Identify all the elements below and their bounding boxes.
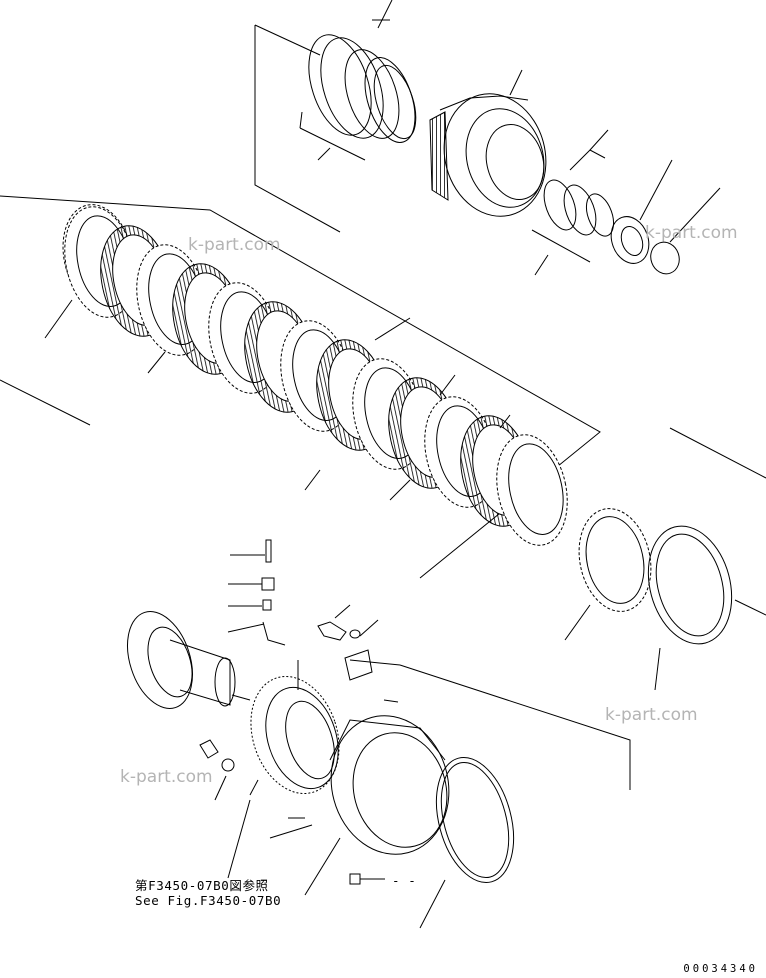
pin-bolt-column	[227, 539, 299, 690]
lower-group-bracket	[399, 664, 631, 790]
document-number: 00034340	[683, 963, 758, 975]
o-ring-large	[419, 756, 515, 929]
watermark-top-left: k-part.com	[188, 235, 281, 255]
end-plate-flat	[647, 525, 733, 691]
clutch-housing	[269, 699, 450, 896]
bearing-ring	[610, 159, 673, 264]
small-rings-right	[531, 129, 615, 276]
reference-japanese: 第F3450-07B0図参照	[135, 878, 269, 893]
watermark-bottom-right: k-part.com	[605, 705, 698, 725]
bracket-clip	[344, 649, 401, 681]
reference-english: See Fig.F3450-07B0	[135, 893, 282, 908]
upper-group-bracket	[254, 24, 341, 233]
end-plate-toothed	[564, 508, 652, 641]
piston-gear	[249, 675, 340, 796]
clutch-leaders	[44, 299, 511, 501]
dash-label: - -	[392, 873, 417, 888]
watermark-bottom-left: k-part.com	[120, 767, 213, 787]
hub-carrier	[429, 69, 547, 217]
steel-plate	[496, 434, 568, 546]
watermarks: k-part.com k-part.com k-part.com k-part.…	[120, 223, 738, 787]
small-bolt-washer	[199, 739, 251, 879]
watermark-top-right: k-part.com	[645, 223, 738, 243]
clutch-discs	[62, 204, 568, 546]
output-shaft-flange	[127, 611, 251, 709]
seal-ring-set	[299, 0, 417, 161]
mounting-bolt	[317, 604, 379, 641]
snap-ring	[650, 187, 721, 275]
